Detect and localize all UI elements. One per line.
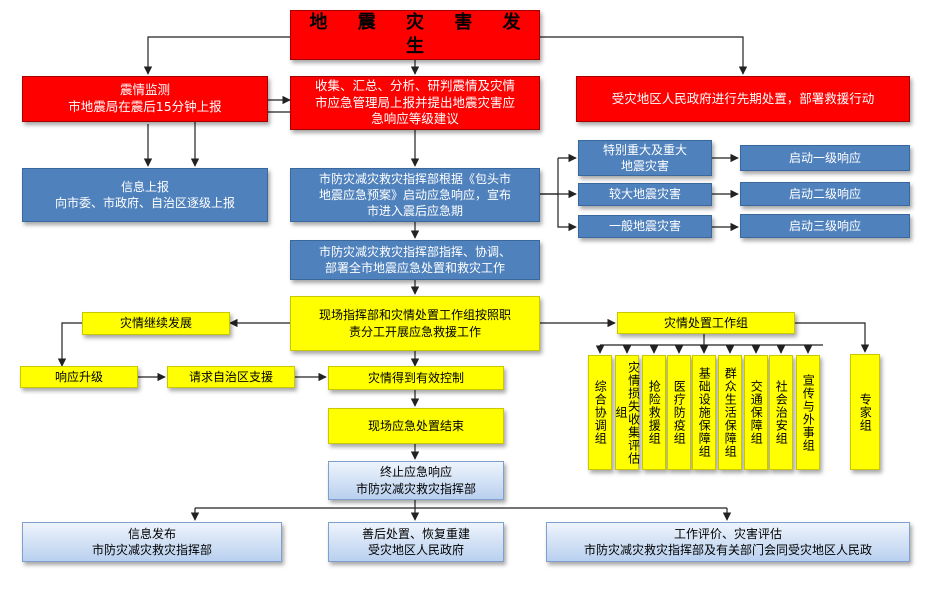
level-2-disaster-box: 较大地震灾害 (578, 183, 712, 206)
workgroup-rescue: 抢险救援组 (642, 355, 666, 470)
level-1-disaster-box: 特别重大及重大 地震灾害 (578, 140, 712, 176)
workgroup-medical: 医疗防疫组 (667, 355, 691, 470)
connector-to-expert (795, 322, 870, 353)
collect-box: 收集、汇总、分析、研判震情及灾情 市应急管理局上报并提出地震灾害应 急响应等级建… (290, 76, 540, 130)
output-evaluation: 工作评价、灾害评估 市防灾减灾救灾指挥部及有关部门会同受灾地区人民政 (546, 522, 910, 562)
connector-label-groups (600, 334, 823, 346)
connector-title-localgov (540, 36, 748, 75)
level-3-disaster-box: 一般地震灾害 (578, 215, 712, 238)
workgroups-label-box: 灾情处置工作组 (617, 312, 795, 334)
connector-launch-level3 (557, 194, 577, 232)
info-report-box: 信息上报 向市委、市政府、自治区逐级上报 (22, 168, 268, 222)
level-1-response-box: 启动一级响应 (740, 145, 910, 171)
request-support-box: 请求自治区支援 (167, 366, 295, 388)
monitor-box: 震情监测 市地震局在震后15分钟上报 (22, 76, 268, 122)
controlled-box: 灾情得到有效控制 (328, 366, 504, 390)
output-info-release: 信息发布 市防灾减灾救灾指挥部 (22, 522, 282, 562)
workgroup-traffic: 交通保障组 (744, 355, 768, 470)
connector-group-drops (595, 345, 813, 354)
output-recovery: 善后处置、恢复重建 受灾地区人民政府 (328, 522, 504, 562)
launch-response-box: 市防灾减灾救灾指挥部根据《包头市 地震应急预案》启动应急响应，宣布 市进入震后应… (290, 168, 540, 222)
level-3-response-box: 启动三级响应 (740, 214, 910, 238)
workgroup-loss-assessment: 灾情损失收集评估组 (614, 355, 641, 470)
continue-box: 灾情继续发展 (82, 312, 230, 335)
expert-group: 专家组 (850, 354, 880, 470)
field-end-box: 现场应急处置结束 (328, 408, 504, 444)
field-command-box: 现场指挥部和灾情处置工作组按照职 责分工开展应急救援工作 (290, 296, 540, 351)
terminate-box: 终止应急响应 市防灾减灾救灾指挥部 (328, 461, 504, 500)
level-2-response-box: 启动二级响应 (740, 182, 910, 206)
workgroup-coordination: 综合协调组 (588, 355, 612, 470)
workgroup-infrastructure: 基础设施保障组 (692, 355, 716, 470)
local-gov-box: 受灾地区人民政府进行先期处置，部署救援行动 (576, 76, 910, 122)
upgrade-box: 响应升级 (20, 366, 138, 388)
workgroup-living: 群众生活保障组 (718, 355, 742, 470)
deploy-box: 市防灾减灾救灾指挥部指挥、协调、 部署全市地震应急处置和救灾工作 (290, 240, 540, 280)
connector-terminate-outputs (195, 500, 727, 509)
workgroup-publicity: 宣传与外事组 (796, 355, 820, 470)
connector-continue-upgrade (57, 322, 82, 367)
connector-launch-levels (540, 158, 559, 195)
earthquake-title-box: 地 震 灾 害 发 生 (290, 10, 540, 60)
connector-title-monitor (143, 36, 290, 75)
workgroup-security: 社会治安组 (769, 355, 793, 470)
